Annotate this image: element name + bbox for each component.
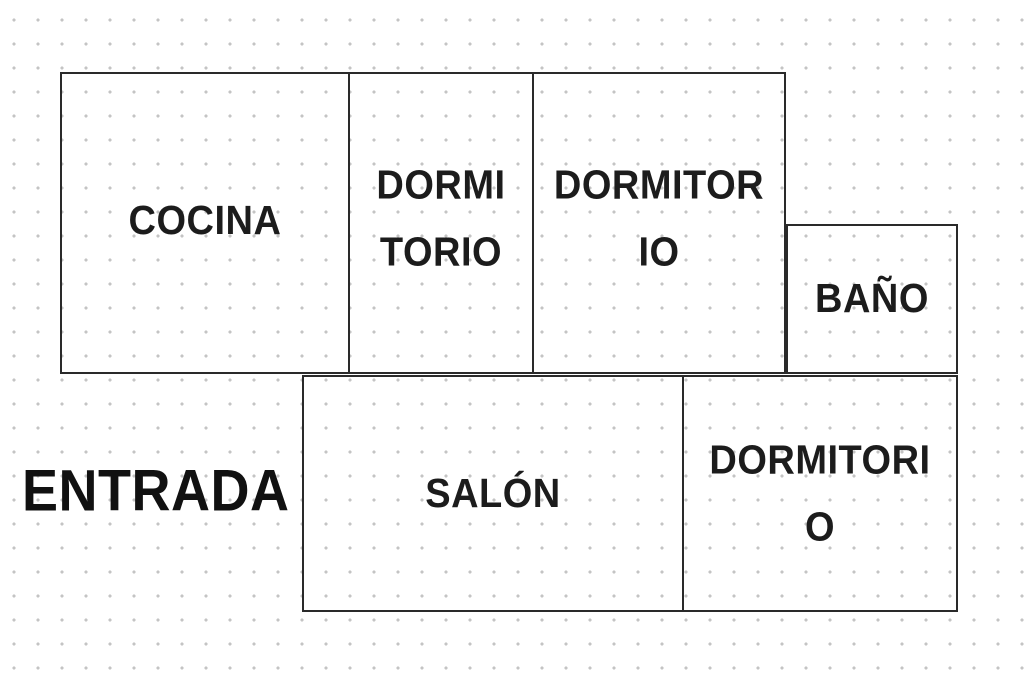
room-label-dormitorio-1: DORMI TORIO <box>376 162 506 276</box>
room-salon: SALÓN <box>302 375 684 612</box>
entrance-label: ENTRADA <box>22 458 290 524</box>
room-label-dormitorio-3: DORMITORI O <box>709 437 931 550</box>
room-bano: BAÑO <box>786 224 958 374</box>
room-dormitorio-3: DORMITORI O <box>682 375 958 612</box>
room-label-bano: BAÑO <box>815 276 929 322</box>
room-dormitorio-1: DORMI TORIO <box>348 72 534 374</box>
room-dormitorio-2: DORMITOR IO <box>532 72 786 374</box>
room-cocina: COCINA <box>60 72 350 374</box>
room-label-dormitorio-2: DORMITOR IO <box>553 162 765 276</box>
room-label-cocina: COCINA <box>128 198 282 244</box>
room-label-salon: SALÓN <box>425 470 561 517</box>
